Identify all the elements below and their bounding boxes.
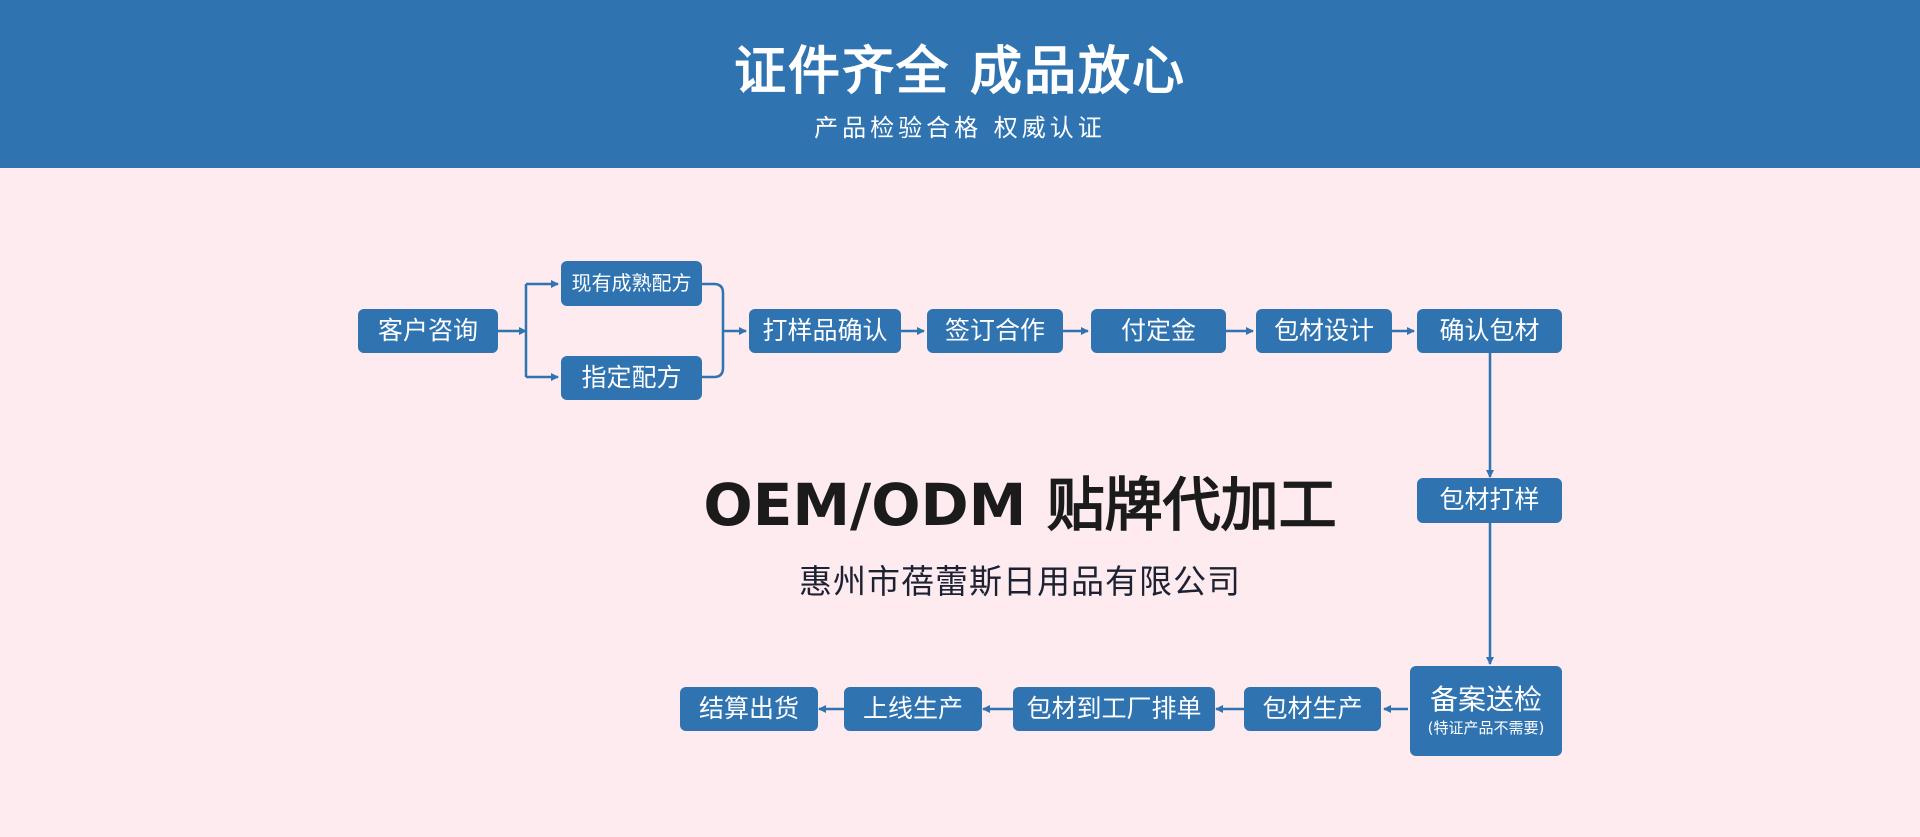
step-label: 签订合作 — [944, 315, 1045, 345]
connector-merge — [702, 282, 725, 379]
step-packaging-design: 包材设计 — [1256, 309, 1392, 353]
step-mature-formula: 现有成熟配方 — [561, 261, 702, 306]
step-label: 指定配方 — [581, 362, 682, 392]
step-label: 包材到工厂排单 — [1026, 693, 1202, 723]
step-label: 确认包材 — [1439, 315, 1540, 345]
step-label: 付定金 — [1120, 315, 1196, 345]
step-label: 打样品确认 — [762, 315, 888, 345]
header-subtitle: 产品检验合格 权威认证 — [814, 114, 1106, 142]
step-label: 包材生产 — [1262, 693, 1363, 723]
step-note: (特证产品不需要) — [1427, 719, 1545, 738]
step-confirm-packaging: 确认包材 — [1417, 309, 1562, 353]
step-label: 上线生产 — [862, 693, 963, 723]
step-online-production: 上线生产 — [844, 687, 982, 731]
service-title: OEM/ODM 贴牌代加工 — [703, 471, 1337, 539]
step-customer-consult: 客户咨询 — [358, 309, 498, 353]
step-sample-confirm: 打样品确认 — [749, 309, 901, 353]
step-sign-contract: 签订合作 — [927, 309, 1063, 353]
step-label: 结算出货 — [698, 693, 799, 723]
header-banner: 证件齐全 成品放心 产品检验合格 权威认证 — [0, 0, 1920, 168]
step-settlement-shipment: 结算出货 — [680, 687, 818, 731]
step-custom-formula: 指定配方 — [561, 356, 702, 400]
step-label: 客户咨询 — [377, 315, 478, 345]
step-label: 备案送检 — [1429, 683, 1542, 717]
step-label: 包材设计 — [1273, 315, 1374, 345]
step-label: 现有成熟配方 — [571, 271, 692, 295]
step-packaging-sample: 包材打样 — [1417, 478, 1562, 523]
step-factory-schedule: 包材到工厂排单 — [1013, 687, 1215, 731]
company-name: 惠州市蓓蕾斯日用品有限公司 — [799, 562, 1241, 601]
step-label: 包材打样 — [1439, 485, 1540, 515]
step-packaging-production: 包材生产 — [1244, 687, 1381, 731]
header-title: 证件齐全 成品放心 — [733, 42, 1187, 102]
step-filing-inspection: 备案送检 (特证产品不需要) — [1410, 666, 1562, 756]
step-deposit: 付定金 — [1091, 309, 1226, 353]
